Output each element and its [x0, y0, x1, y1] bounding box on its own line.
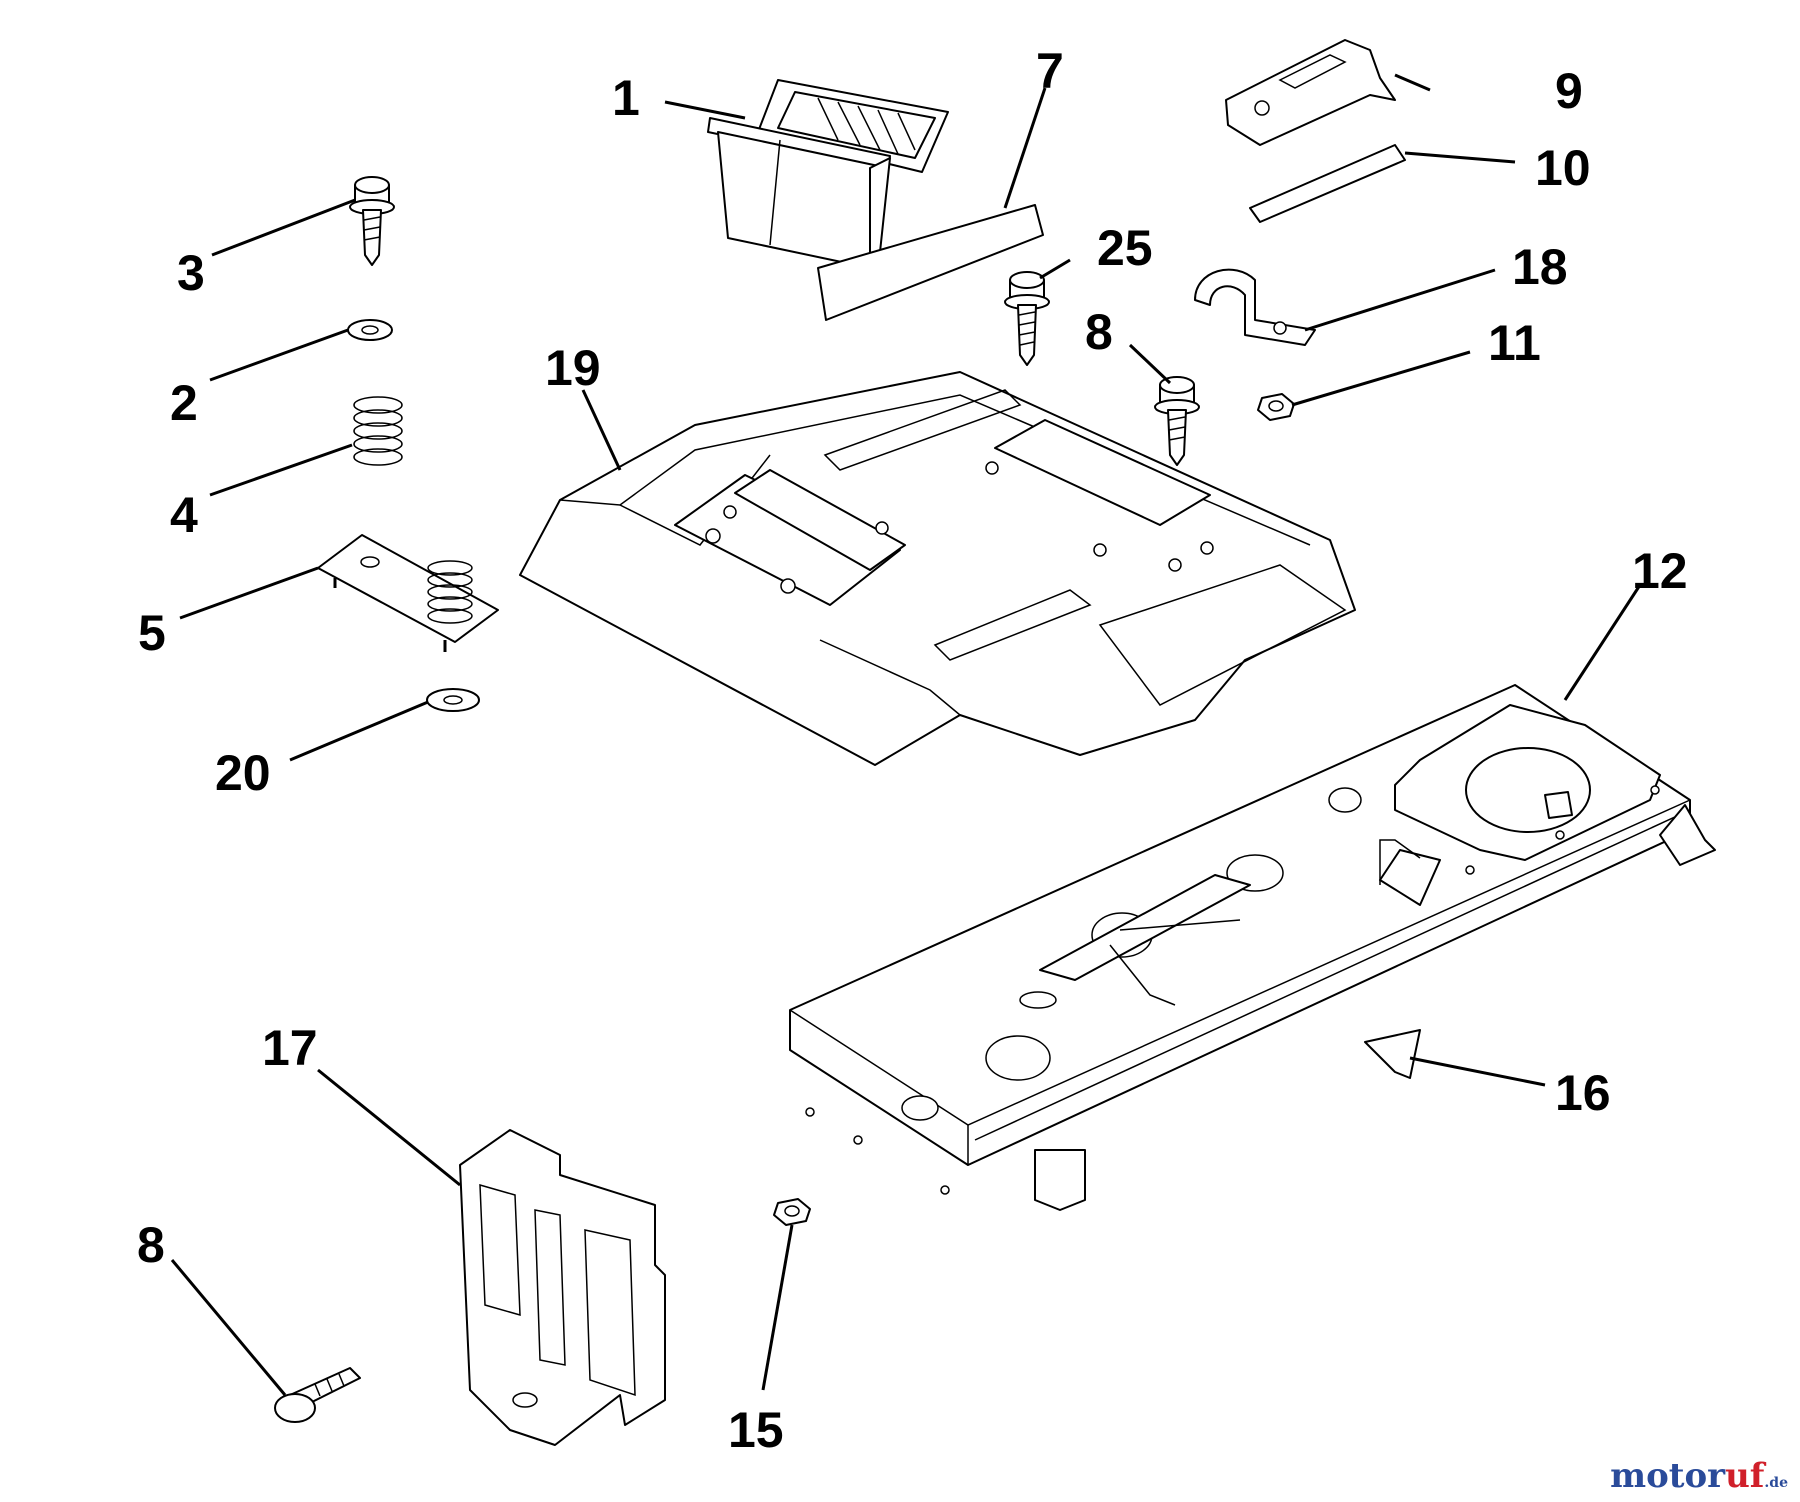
part-5-spring-plate [317, 534, 499, 652]
watermark-suffix: .de [1764, 1475, 1788, 1491]
part-8-bolt-upper [1154, 376, 1200, 466]
part-16-clip [1364, 1029, 1421, 1079]
callout-16: 16 [1555, 1065, 1611, 1121]
part-4-spring [353, 396, 403, 466]
callout-numbers: 1 7 9 10 25 18 8 11 19 3 2 4 5 20 12 16 … [137, 43, 1688, 1458]
part-19-body-panel [519, 371, 1356, 766]
callout-8-lower: 8 [137, 1217, 165, 1273]
callout-7: 7 [1036, 43, 1064, 99]
part-11-nut [1257, 393, 1295, 421]
part-20-washer [426, 688, 480, 712]
callout-18: 18 [1512, 239, 1568, 295]
watermark-logo: motoruf.de [1610, 1456, 1788, 1496]
callout-20: 20 [215, 745, 271, 801]
part-1-battery-box [707, 79, 949, 269]
callout-17: 17 [262, 1020, 318, 1076]
part-3-bolt [349, 176, 395, 266]
part-10-plate [1249, 144, 1406, 223]
part-17-bracket [459, 1129, 666, 1446]
callout-5: 5 [138, 605, 166, 661]
callout-4: 4 [170, 487, 198, 543]
callout-11: 11 [1488, 315, 1541, 371]
part-9-bracket [1225, 39, 1396, 146]
callout-15: 15 [728, 1402, 784, 1458]
watermark-accent: uf [1725, 1456, 1765, 1496]
part-12-frame [789, 684, 1716, 1211]
callout-1: 1 [612, 70, 640, 126]
part-25-bolt [1004, 271, 1050, 366]
callout-8-upper: 8 [1085, 304, 1113, 360]
callout-19: 19 [545, 340, 601, 396]
watermark-main: motor [1610, 1456, 1726, 1496]
part-15-nut [773, 1198, 811, 1226]
part-8-bolt-lower [274, 1367, 361, 1423]
callout-25: 25 [1097, 220, 1153, 276]
part-18-clamp [1194, 268, 1316, 346]
callout-9: 9 [1555, 63, 1583, 119]
callout-10: 10 [1535, 140, 1591, 196]
part-2-washer [347, 319, 393, 341]
leader-lines [170, 73, 1642, 1396]
part-7-decal [817, 204, 1044, 321]
callout-2: 2 [170, 375, 198, 431]
callout-3: 3 [177, 245, 205, 301]
callout-12: 12 [1632, 543, 1688, 599]
